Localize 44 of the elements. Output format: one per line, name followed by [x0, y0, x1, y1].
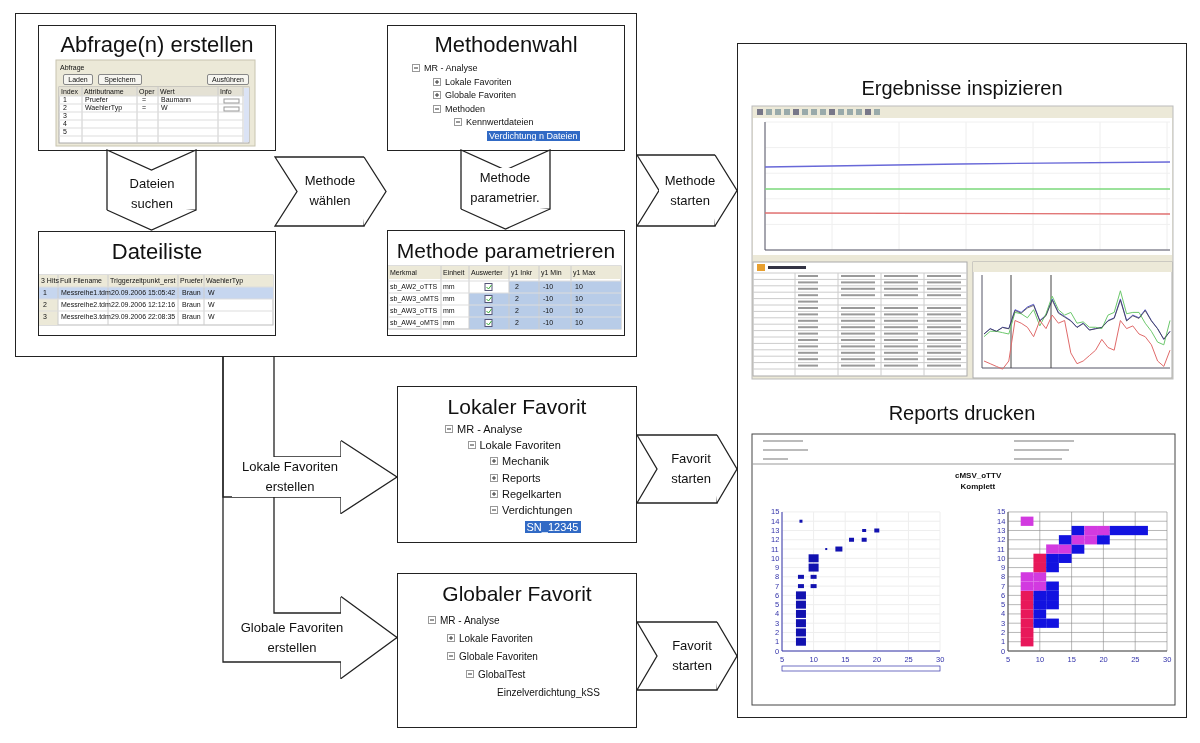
step-card: [38, 231, 276, 336]
block-arrow: [273, 156, 387, 227]
tree-item: GlobalTest: [478, 668, 526, 680]
block-arrow: [635, 434, 738, 504]
tree-item: MR - Analyse: [424, 63, 478, 74]
card-title: Lokaler Favorit: [446, 393, 588, 420]
selected-tree-item: Verdichtung n Dateien: [487, 130, 580, 141]
tree-item: Einzelverdichtung_kSS: [497, 686, 600, 698]
tree-item: Mechanik: [502, 455, 550, 468]
tree-item: Methoden: [445, 103, 486, 114]
card-title: Globaler Favorit: [441, 580, 593, 607]
tree-item: Globale Favoriten: [445, 90, 517, 101]
tree-view-card: [387, 25, 625, 151]
tree-item: MR - Analyse: [457, 422, 523, 435]
card-title: Abfrage(n) erstellen: [59, 32, 255, 59]
tree-item: Globale Favoriten: [459, 650, 538, 662]
results-panel: [737, 43, 1187, 718]
section-title: Ergebnisse inspizieren: [860, 75, 1064, 100]
tree-item: Verdichtungen: [502, 504, 573, 517]
card-title: Methode parametrieren: [395, 237, 617, 264]
step-card: [38, 25, 276, 151]
tree-item: Lokale Favoriten: [445, 76, 512, 87]
block-arrow: [460, 149, 551, 230]
block-arrow: [222, 356, 398, 515]
selected-tree-item: SN_12345: [524, 520, 581, 533]
block-arrow: [106, 149, 197, 231]
block-arrow: [635, 621, 738, 691]
block-arrow: [222, 356, 398, 680]
section-title: Reports drucken: [887, 400, 1037, 425]
tree-item: Kennwertdateien: [466, 117, 534, 128]
chart-subtitle: Komplett: [960, 482, 996, 492]
tree-item: Lokale Favoriten: [459, 632, 533, 644]
card-title: Dateiliste: [110, 239, 204, 266]
tree-item: Lokale Favoriten: [479, 439, 561, 452]
card-title: Methodenwahl: [433, 32, 579, 59]
tree-item: MR - Analyse: [440, 614, 500, 626]
step-card: [387, 230, 625, 336]
tree-item: Reports: [502, 471, 541, 484]
tree-item: Regelkarten: [502, 488, 562, 501]
block-arrow: [635, 154, 738, 227]
tree-view-card: [397, 573, 637, 728]
tree-view-card: [397, 386, 637, 543]
chart-title: cMSV_oTTV: [955, 471, 1002, 481]
group-frame: [15, 13, 637, 357]
